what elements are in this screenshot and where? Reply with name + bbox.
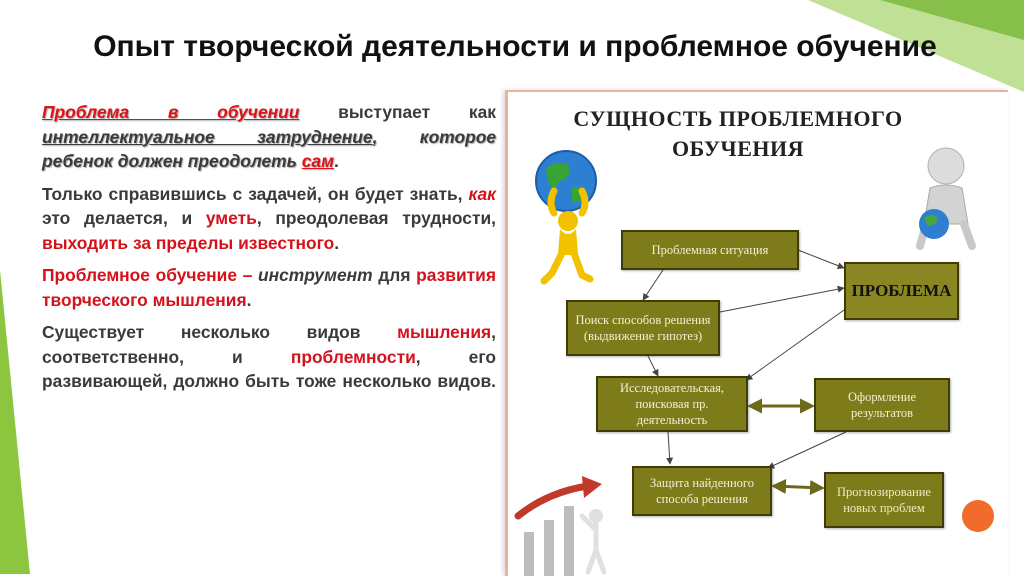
term-self: сам <box>301 151 334 171</box>
node-results: Оформление результатов <box>814 378 950 432</box>
node-forecast: Прогнозирование новых проблем <box>824 472 944 528</box>
text-run: Существует несколько видов <box>42 322 398 342</box>
arrow-results-to-defense <box>767 431 847 469</box>
paragraph-types: Существует несколько видов мышления, соо… <box>42 320 496 394</box>
text-run: – <box>237 265 258 285</box>
paragraph-overcoming: Только справившись с задачей, он будет з… <box>42 182 496 256</box>
arrow-defense-forecast <box>771 479 825 495</box>
paragraph-problem-definition: Проблема в обучении выступает как интелл… <box>42 100 496 174</box>
term-creative-thinking: развития творческого мышления <box>42 265 496 310</box>
figures-with-rising-arrow-icon <box>514 476 607 576</box>
term-problem-in-learning: Проблема в обучении <box>42 102 300 122</box>
node-problem-situation: Проблемная ситуация <box>621 230 799 270</box>
thinking-figure-with-globe-icon <box>916 147 976 250</box>
diagram-title: СУЩНОСТЬ ПРОБЛЕМНОГО ОБУЧЕНИЯ <box>573 106 903 161</box>
term-thinking: мышления <box>397 322 492 342</box>
arrow-situation-to-problem <box>797 249 845 269</box>
diagram-arrows <box>642 249 847 495</box>
arrow-problem-to-research <box>745 309 845 381</box>
term-problem-learning: Проблемное обучение <box>42 265 238 285</box>
diagram-figure: СУЩНОСТЬ ПРОБЛЕМНОГО ОБУЧЕНИЯ Проблемная… <box>505 90 1008 576</box>
text-run: . <box>246 289 252 310</box>
term-how: как <box>468 183 496 204</box>
slide-title: Опыт творческой деятельности и проблемно… <box>93 30 937 64</box>
node-research-activity: Исследовательская, поисковая пр. деятель… <box>596 376 748 432</box>
text-column: Проблема в обучении выступает как интелл… <box>42 100 496 402</box>
text-run: Только справившись с задачей, он будет з… <box>42 183 469 204</box>
term-problematicity: проблемности <box>290 346 416 367</box>
node-search-solutions: Поиск способов решения (выдвижение гипот… <box>566 300 720 356</box>
text-run: , его развивающей, должно быть тоже неск… <box>42 346 496 392</box>
figure-holding-globe-icon <box>535 150 597 285</box>
text-run: . <box>333 151 339 171</box>
arrow-research-to-defense <box>666 431 674 465</box>
top-right-green-stripe <box>880 0 1024 40</box>
arrow-search-to-research <box>647 355 659 377</box>
term-instrument: инструмент <box>257 265 373 285</box>
text-run: . <box>334 232 340 253</box>
arrow-situation-to-search <box>642 269 664 301</box>
term-be-able: уметь <box>205 208 257 228</box>
text-run: выступает как <box>299 102 497 122</box>
text-run: это делается, и <box>42 208 206 228</box>
term-beyond-known: выходить за пределы известного <box>42 232 335 253</box>
left-green-wedge <box>0 270 30 574</box>
text-run: , преодолевая трудности, <box>256 208 496 228</box>
orange-circle-icon <box>962 500 994 532</box>
term-intellectual-difficulty: интеллектуальное затруднение <box>42 126 373 147</box>
node-defense: Защита найденного способа решения <box>632 466 772 516</box>
paragraph-instrument: Проблемное обучение – инструмент для раз… <box>42 263 496 312</box>
text-run: , соответственно, и <box>42 322 496 367</box>
text-run: для <box>372 265 417 285</box>
node-problem: ПРОБЛЕМА <box>844 262 959 320</box>
arrow-search-to-problem <box>719 285 845 313</box>
text-run: , которое ребенок должен преодолеть <box>42 126 497 172</box>
